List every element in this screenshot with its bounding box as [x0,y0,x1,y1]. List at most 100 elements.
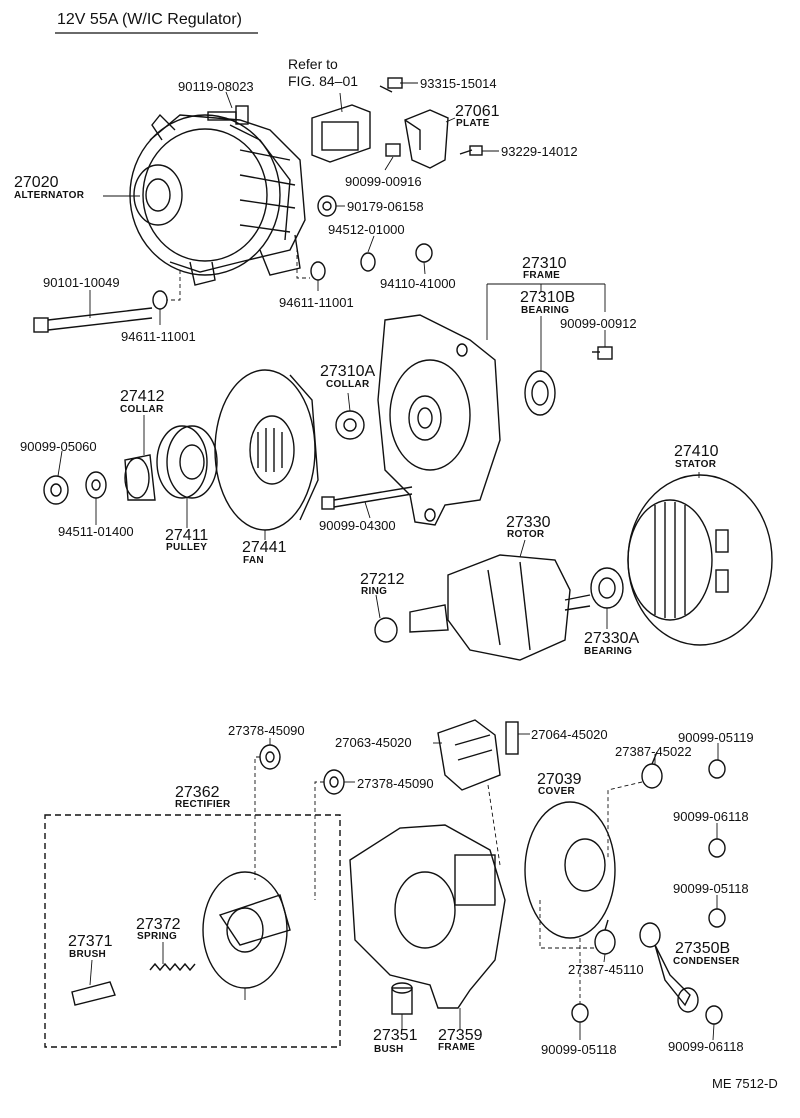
nut-90099-05119-drawing [708,759,726,779]
part-name-27351: BUSH [374,1044,404,1055]
part-number-90099-00912: 90099-00912 [560,316,637,331]
part-number-27411: 27411 [165,527,209,544]
part-name-27020: ALTERNATOR [14,190,85,201]
part-number-90101-10049: 90101-10049 [43,275,120,290]
part-number-27350b: 27350B [675,940,731,957]
part-number-27330: 27330 [506,514,551,531]
part-number-27378-45090-lower: 27378-45090 [357,776,434,791]
bearing-27330a-drawing [590,567,624,609]
part-number-94611-11001-upper: 94611-11001 [279,295,354,310]
bush-27351-drawing [391,982,413,1015]
part-number-27063-45020: 27063-45020 [335,735,412,750]
part-name-27061: PLATE [456,118,490,129]
reference-line2: FIG. 84–01 [288,73,359,89]
nut-90099-05118-a-drawing [708,908,726,928]
part-number-90099-06118-lower: 90099-06118 [668,1039,744,1054]
terminal-27387-45022-drawing [641,751,663,789]
part-number-27310b: 27310B [520,289,576,306]
part-name-27310a: COLLAR [326,379,370,390]
nut-90099-05118-b-drawing [571,1003,589,1023]
frame-27310-drawing [377,314,501,526]
rectifier-kit-box [44,814,341,1048]
part-number-27387-45110: 27387-45110 [568,962,644,977]
part-27064-drawing [505,721,519,755]
regulator-drawing [311,104,371,163]
part-number-90099-05060: 90099-05060 [20,439,97,454]
part-number-90119-08023: 90119-08023 [178,79,254,94]
part-name-27371: BRUSH [69,949,107,960]
part-number-94511-01400: 94511-01400 [58,524,134,539]
part-number-27064-45020: 27064-45020 [531,727,608,742]
screw-93229-drawing [459,145,483,156]
part-number-27441: 27441 [242,539,287,556]
part-name-27212: RING [361,586,388,597]
nut-90179-06158-drawing [317,195,337,217]
part-number-90179-06158: 90179-06158 [347,199,424,214]
part-number-27310a: 27310A [320,363,376,380]
collar-27412-drawing [124,454,156,501]
part-name-27310: FRAME [523,270,561,281]
screw-93315-drawing [379,77,403,93]
long-bolt-90101-drawing [33,307,153,333]
washer-94611-a-drawing [310,261,326,281]
washer-94512-drawing [360,252,376,272]
ring-27212-drawing [374,617,398,643]
washer-94611-b-drawing [152,290,168,310]
pulley-27411-drawing [156,425,218,499]
part-number-94110-41000: 94110-41000 [380,276,456,291]
nut-90099-06118-a-drawing [708,838,726,858]
nut-90099-05060-drawing [43,475,69,505]
part-number-27039: 27039 [537,771,582,788]
part-number-90099-04300: 90099-04300 [319,518,396,533]
nut-90099-06118-b-drawing [705,1005,723,1025]
part-name-27362: RECTIFIER [175,799,231,810]
part-number-27371: 27371 [68,933,113,950]
part-number-27020: 27020 [14,174,59,191]
alternator-drawing [129,113,306,286]
terminal-27387-45110-drawing [594,919,616,955]
diagram-title: 12V 55A (W/IC Regulator) [57,11,242,28]
condenser-27350b-drawing [639,922,699,1013]
part-number-27061: 27061 [455,103,500,120]
insulator-27378-b-drawing [323,769,345,795]
frame-27359-drawing [349,824,506,1009]
part-number-27410: 27410 [674,443,719,460]
part-number-27372: 27372 [136,916,181,933]
part-number-27362: 27362 [175,784,220,801]
part-number-94512-01000: 94512-01000 [328,222,405,237]
part-number-27310: 27310 [522,255,567,272]
screw-90099-00916-drawing [385,143,401,157]
reference-line1: Refer to [288,56,338,72]
part-name-27372: SPRING [137,931,178,942]
brush-holder-27063-drawing [437,719,501,791]
stator-27410-drawing [627,474,773,646]
part-name-27441: FAN [243,555,264,566]
screw-90099-00912-drawing [592,346,613,360]
part-name-27359: FRAME [438,1042,476,1053]
part-name-27330a: BEARING [584,646,633,657]
part-number-27387-45022: 27387-45022 [615,744,692,759]
brush-27371-drawing [71,981,116,1006]
washer-94511-drawing [85,471,107,499]
bolt-90099-04300-drawing [321,486,413,510]
part-name-27411: PULLEY [166,542,208,553]
part-number-90099-05119: 90099-05119 [678,730,754,745]
part-number-93229-14012: 93229-14012 [501,144,578,159]
part-name-27410: STATOR [675,459,717,470]
collar-27310a-drawing [335,410,365,440]
insulator-27378-a-drawing [259,744,281,770]
part-number-27359: 27359 [438,1027,483,1044]
part-name-27330: ROTOR [507,529,545,540]
rotor-27330-drawing [409,554,591,661]
dashed-guides [167,248,643,1004]
part-number-90099-00916: 90099-00916 [345,174,422,189]
part-number-27212: 27212 [360,571,405,588]
fan-27441-drawing [214,369,319,531]
figure-code: ME 7512-D [712,1076,778,1091]
part-number-90099-06118-upper: 90099-06118 [673,809,749,824]
part-number-27378-45090-upper: 27378-45090 [228,723,305,738]
spring-27372-drawing [149,962,196,972]
plate-27061-drawing [404,109,449,169]
part-name-27412: COLLAR [120,404,164,415]
